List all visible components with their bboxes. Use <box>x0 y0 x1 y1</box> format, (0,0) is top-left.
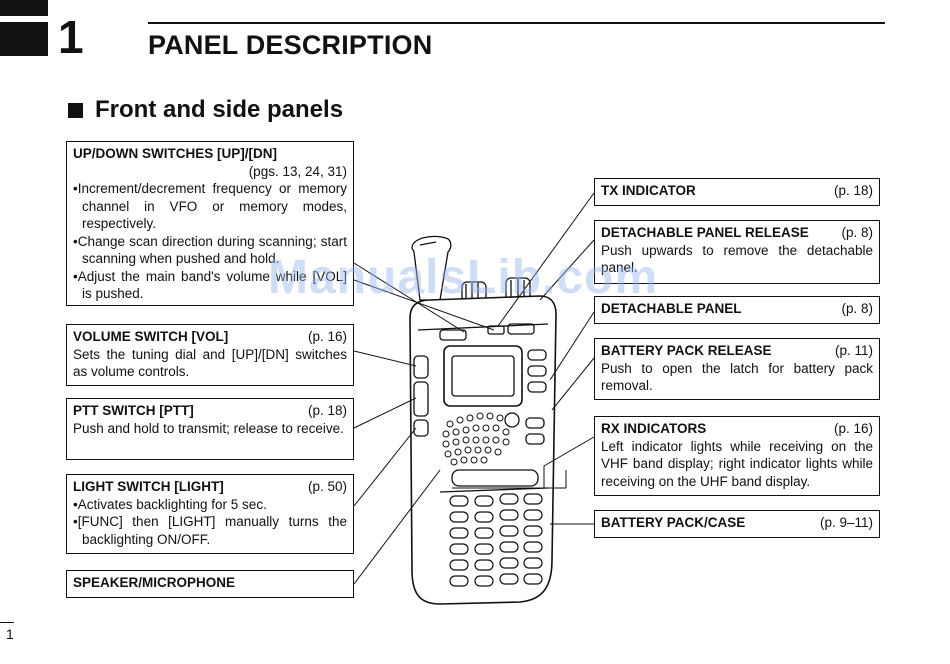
updown-pages: (pgs. 13, 24, 31) <box>248 163 347 179</box>
ptt-title: PTT SWITCH [PTT] <box>73 403 194 418</box>
light-page: (p. 50) <box>307 479 347 494</box>
detach-release-page: (p. 8) <box>841 225 873 240</box>
tx-title: TX INDICATOR <box>601 183 696 198</box>
section-bullet-square <box>68 102 83 118</box>
speaker-grille <box>442 412 510 466</box>
detachable-panel-box: DETACHABLE PANEL (p. 8) <box>594 296 880 324</box>
chapter-tab-block-top <box>0 0 48 16</box>
header-rule <box>148 22 885 24</box>
tx-page: (p. 18) <box>833 183 873 198</box>
light-bullets: •Activates backlighting for 5 sec. •[FUN… <box>73 496 347 549</box>
footer-rule <box>0 622 14 623</box>
keypad <box>449 493 543 587</box>
chapter-number: 1 <box>58 11 84 63</box>
updown-title: UP/DOWN SWITCHES [UP]/[DN] <box>73 146 277 161</box>
section-title-text: Front and side panels <box>95 96 344 123</box>
bullet: •Change scan direction during scanning; … <box>73 233 347 267</box>
leader-lines <box>353 192 595 585</box>
battery-release-page: (p. 11) <box>834 343 873 358</box>
rx-desc: Left indicator lights while receiving on… <box>601 438 873 489</box>
tx-indicator-led <box>487 325 505 335</box>
tx-indicator-box: TX INDICATOR (p. 18) <box>594 178 880 206</box>
rx-title: RX INDICATORS <box>601 421 707 436</box>
detach-panel-page: (p. 8) <box>841 301 873 316</box>
radio-body <box>409 295 557 605</box>
battery-case-page: (p. 9–11) <box>819 515 873 530</box>
volume-desc: Sets the tuning dial and [UP]/[DN] switc… <box>73 346 347 380</box>
bullet: •Adjust the main band's volume while [VO… <box>73 268 347 302</box>
light-switch-box: LIGHT SWITCH [LIGHT] (p. 50) •Activates … <box>66 474 354 554</box>
volume-title: VOLUME SWITCH [VOL] <box>73 329 229 344</box>
chapter-title: PANEL DESCRIPTION <box>148 30 433 60</box>
light-switch <box>413 419 429 437</box>
rx-page: (p. 16) <box>833 421 873 436</box>
battery-release-title: BATTERY PACK RELEASE <box>601 343 772 358</box>
speaker-microphone-box: SPEAKER/MICROPHONE <box>66 570 354 598</box>
ptt-switch-box: PTT SWITCH [PTT] (p. 18) Push and hold t… <box>66 398 354 460</box>
rx-indicator-bar <box>451 469 539 487</box>
antenna <box>411 235 452 301</box>
light-title: LIGHT SWITCH [LIGHT] <box>73 479 224 494</box>
lcd-display <box>443 345 523 407</box>
chapter-tab-block <box>0 22 48 56</box>
detachable-panel-release-box: DETACHABLE PANEL RELEASE (p. 8) Push upw… <box>594 220 880 284</box>
battery-pack-case-box: BATTERY PACK/CASE (p. 9–11) <box>594 510 880 538</box>
detach-release-title: DETACHABLE PANEL RELEASE <box>601 225 809 240</box>
bullet: •[FUNC] then [LIGHT] manually turns the … <box>73 514 347 547</box>
battery-pack-release-box: BATTERY PACK RELEASE (p. 11) Push to ope… <box>594 338 880 400</box>
battery-release-desc: Push to open the latch for battery pack … <box>601 360 873 394</box>
detach-panel-title: DETACHABLE PANEL <box>601 301 742 316</box>
updown-switches-box: UP/DOWN SWITCHES [UP]/[DN] (pgs. 13, 24,… <box>66 141 354 306</box>
speaker-title: SPEAKER/MICROPHONE <box>73 575 236 590</box>
watermark: ManualsLib.com <box>268 251 659 304</box>
rx-indicators-box: RX INDICATORS (p. 16) Left indicator lig… <box>594 416 880 496</box>
battery-case-title: BATTERY PACK/CASE <box>601 515 746 530</box>
volume-switch-box: VOLUME SWITCH [VOL] (p. 16) Sets the tun… <box>66 324 354 386</box>
section-title: Front and side panels <box>68 96 343 124</box>
page-number: 1 <box>6 626 14 642</box>
jog-button <box>504 412 520 428</box>
ptt-desc: Push and hold to transmit; release to re… <box>73 420 344 436</box>
detach-release-desc: Push upwards to remove the detachable pa… <box>601 242 873 276</box>
bullet: •Activates backlighting for 5 sec. <box>73 496 267 512</box>
volume-page: (p. 16) <box>307 329 347 344</box>
vol-switch <box>413 355 429 379</box>
bullet: •Increment/decrement frequency or memory… <box>73 181 347 231</box>
updown-bullets: •Increment/decrement frequency or memory… <box>73 180 347 303</box>
ptt-page: (p. 18) <box>307 403 347 418</box>
